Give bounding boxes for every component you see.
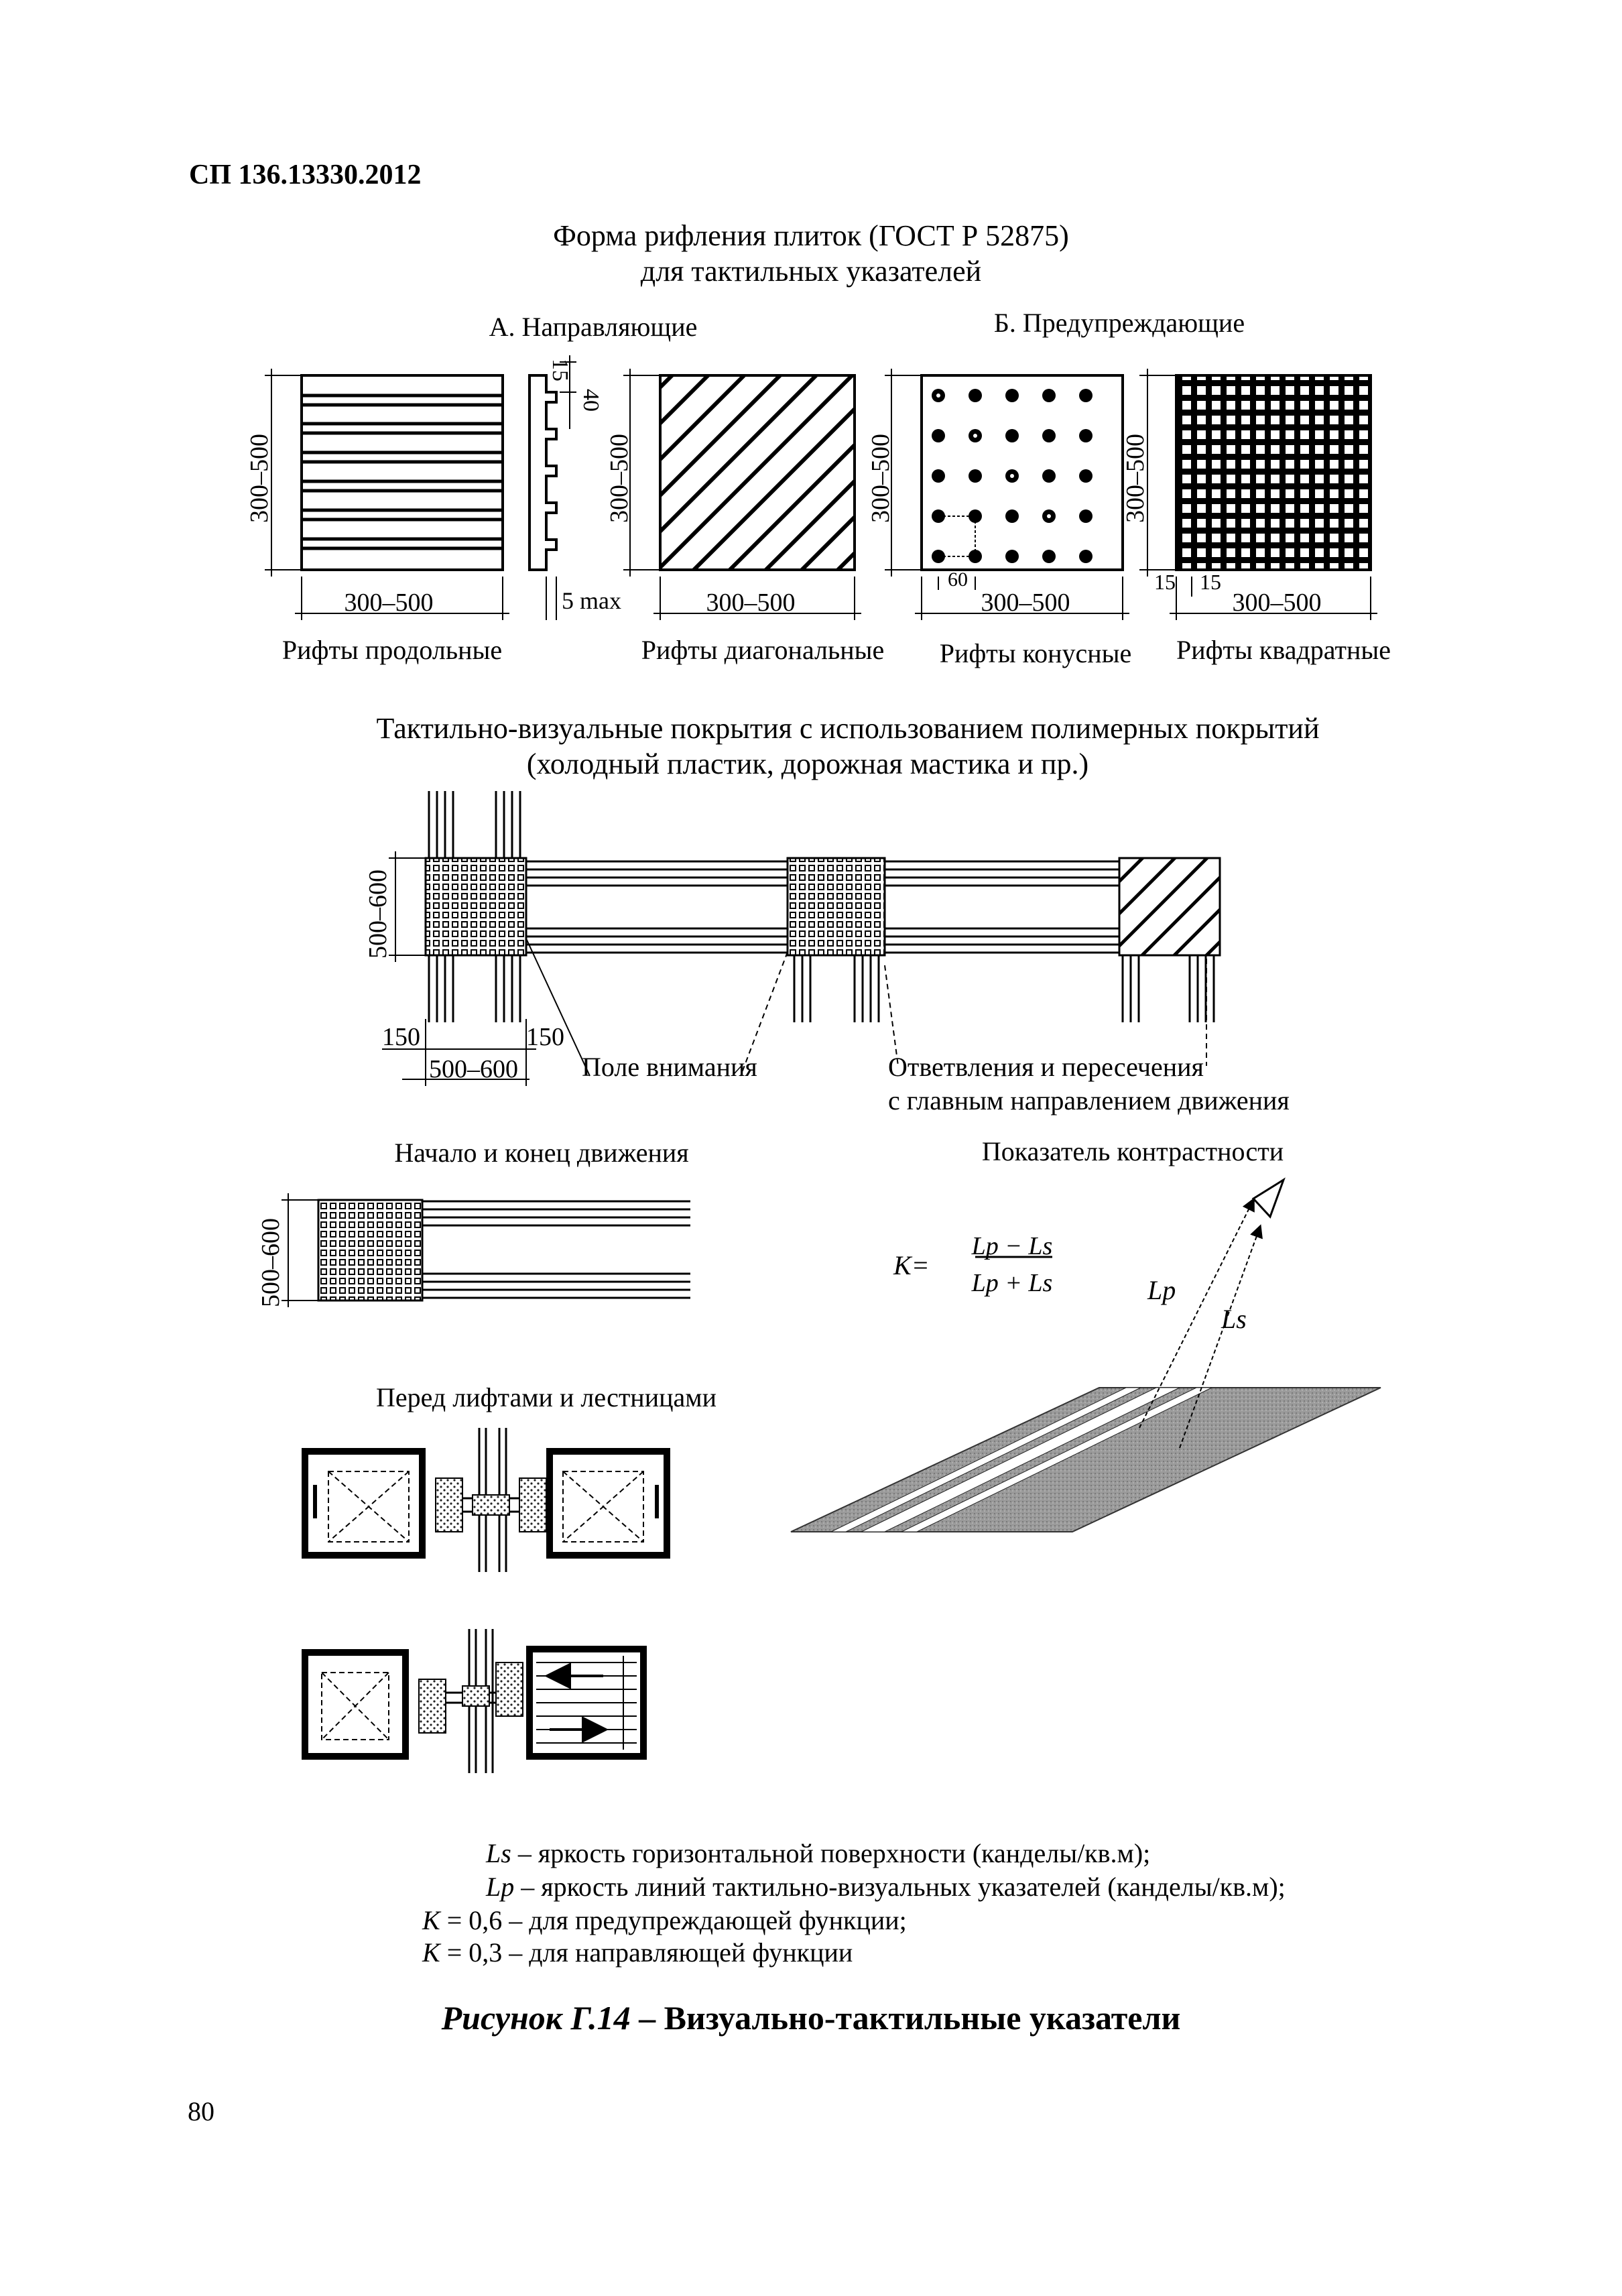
- start-end-title: Начало и конец движения: [394, 1138, 689, 1168]
- tile3-width-dim: 300–500: [981, 589, 1070, 617]
- tile-conical: [885, 369, 1129, 620]
- formula-k: K=: [893, 1250, 930, 1280]
- contrast-diagram: [790, 1177, 1381, 1532]
- page-number: 80: [188, 2096, 214, 2126]
- tile-diagonal: [623, 369, 861, 620]
- tile1-width-dim: 300–500: [344, 589, 434, 617]
- rib-max-dim: 5 max: [562, 587, 621, 614]
- polymer-coating-plan: [382, 791, 1221, 1086]
- label-ls: Ls: [1221, 1304, 1247, 1334]
- group-a-label: А. Направляющие: [489, 312, 698, 342]
- group-b-label: Б. Предупреждающие: [993, 308, 1245, 338]
- label-conical: Рифты конусные: [939, 638, 1132, 668]
- branch-label-line1: Ответвления и пересечения: [888, 1052, 1204, 1082]
- square-pitch-dim-1: 15: [1154, 570, 1176, 594]
- tiles-section-title-line1: Форма рифления плиток (ГОСТ Р 52875): [553, 219, 1069, 252]
- contrast-title: Показатель контрастности: [981, 1136, 1284, 1166]
- polymer-width-dim: 500–600: [429, 1055, 518, 1083]
- square-pitch-dim-2: 15: [1200, 570, 1221, 594]
- polymer-offset-dim-right: 150: [526, 1023, 564, 1051]
- label-lp: Lp: [1147, 1275, 1176, 1305]
- rib-profile-section: [528, 355, 576, 620]
- lifts-title: Перед лифтами и лестницами: [376, 1382, 716, 1412]
- formula-numerator: Lp − Ls: [971, 1232, 1053, 1260]
- legend-lp: Lp – яркость линий тактильно-визуальных …: [486, 1872, 1286, 1902]
- polymer-title-line2: (холодный пластик, дорожная мастика и пр…: [526, 747, 1089, 780]
- tile-square: [1139, 369, 1377, 620]
- cone-pitch-dim-h: 60: [948, 568, 968, 591]
- legend-ls: Ls – яркость горизонтальной поверхности …: [486, 1838, 1151, 1868]
- label-longitudinal: Рифты продольные: [282, 635, 503, 665]
- formula-denominator: Lp + Ls: [971, 1269, 1053, 1297]
- document-code-header: СП 136.13330.2012: [189, 160, 422, 190]
- label-square: Рифты квадратные: [1176, 635, 1391, 665]
- tile2-width-dim: 300–500: [706, 589, 796, 617]
- tile-longitudinal: [265, 369, 509, 620]
- tiles-section-title-line2: для тактильных указателей: [640, 255, 982, 288]
- polymer-title-line1: Тактильно-визуальные покрытия с использо…: [376, 712, 1320, 745]
- legend-k-guiding: K = 0,3 – для направляющей функции: [422, 1937, 853, 1968]
- label-diagonal: Рифты диагональные: [641, 635, 885, 665]
- start-end-plan: [282, 1193, 690, 1307]
- tile4-width-dim: 300–500: [1232, 589, 1322, 617]
- figure-caption: Рисунок Г.14 – Визуально-тактильные указ…: [441, 1999, 1181, 2037]
- polymer-offset-dim-left: 150: [382, 1023, 420, 1051]
- legend-k-warning: K = 0,6 – для предупреждающей функции;: [422, 1905, 907, 1935]
- lifts-plan-top: [302, 1428, 670, 1572]
- attention-field-label: Поле внимания: [582, 1052, 757, 1082]
- lifts-plan-bottom: [302, 1629, 647, 1773]
- branch-label-line2: с главным направлением движения: [888, 1085, 1290, 1115]
